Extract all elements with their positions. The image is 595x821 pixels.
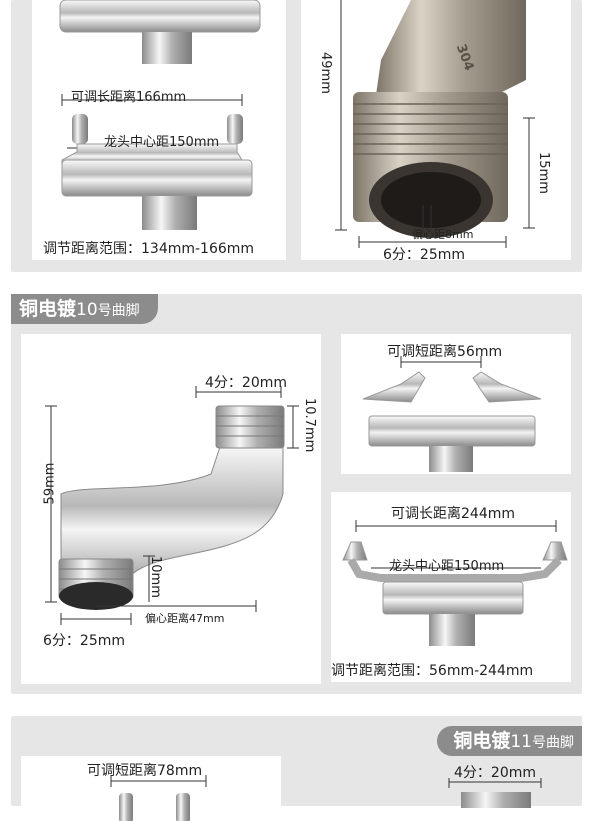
bottom-tag-main: 铜电镀	[453, 730, 511, 752]
mid-tag-number: 10	[76, 300, 98, 320]
bottom-top-thread-label: 4分：20mm	[454, 765, 536, 781]
bottom-tag-sub: 号曲脚	[532, 735, 574, 751]
mid-long-faucet-image	[342, 520, 568, 646]
mid-panel: 铜电镀10号曲脚 4分：20mm 10.7mm 59mm 10mm 偏心距离47…	[11, 294, 582, 694]
top-panel: 可调长距离166mm 龙头中心距150mm 调节距离范围：134mm-166mm	[11, 0, 582, 272]
top-faucet-cut-image	[59, 0, 261, 64]
bottom-tag-number: 11	[510, 732, 532, 752]
top-thread-length-label: 15mm	[536, 152, 551, 194]
mid-offset-label: 偏心距离47mm	[145, 612, 225, 625]
mid-top-length-label: 10.7mm	[302, 398, 317, 453]
mid-product-tag: 铜电镀10号曲脚	[11, 294, 158, 324]
bottom-product-tag: 铜电镀11号曲脚	[437, 726, 582, 756]
top-height-label: 49mm	[318, 52, 333, 94]
top-range-label: 调节距离范围：134mm-166mm	[43, 241, 255, 257]
top-faucet-image	[61, 94, 253, 230]
mid-tag-main: 铜电镀	[19, 298, 77, 320]
mid-top-thread-label: 4分：20mm	[205, 375, 287, 391]
mid-bottom-length-label: 10mm	[148, 556, 163, 598]
mid-short-faucet-image	[362, 356, 542, 472]
bottom-fitting-dimension-line	[448, 778, 542, 808]
top-thread-size-label: 6分：25mm	[383, 247, 465, 263]
stainless-fitting-image	[335, 0, 535, 248]
top-long-adjust-label: 可调长距离166mm	[71, 90, 187, 105]
top-offset-label: 偏心距8mm	[412, 228, 474, 241]
mid-center-distance-label: 龙头中心距150mm	[389, 559, 505, 574]
mid-bottom-thread-label: 6分：25mm	[43, 633, 125, 649]
bottom-short-adjust-label: 可调短距离78mm	[87, 763, 203, 779]
bottom-panel: 铜电镀11号曲脚 可调短距离78mm 4分：20mm	[11, 716, 582, 821]
top-center-distance-label: 龙头中心距150mm	[104, 135, 220, 150]
mid-short-adjust-label: 可调短距离56mm	[387, 344, 503, 360]
mid-tag-sub: 号曲脚	[97, 303, 140, 319]
mid-range-label: 调节距离范围：56mm-244mm	[331, 663, 534, 679]
mid-height-label: 59mm	[42, 462, 58, 505]
copper-fitting-image	[45, 386, 299, 625]
mid-long-adjust-label: 可调长距离244mm	[391, 506, 515, 522]
